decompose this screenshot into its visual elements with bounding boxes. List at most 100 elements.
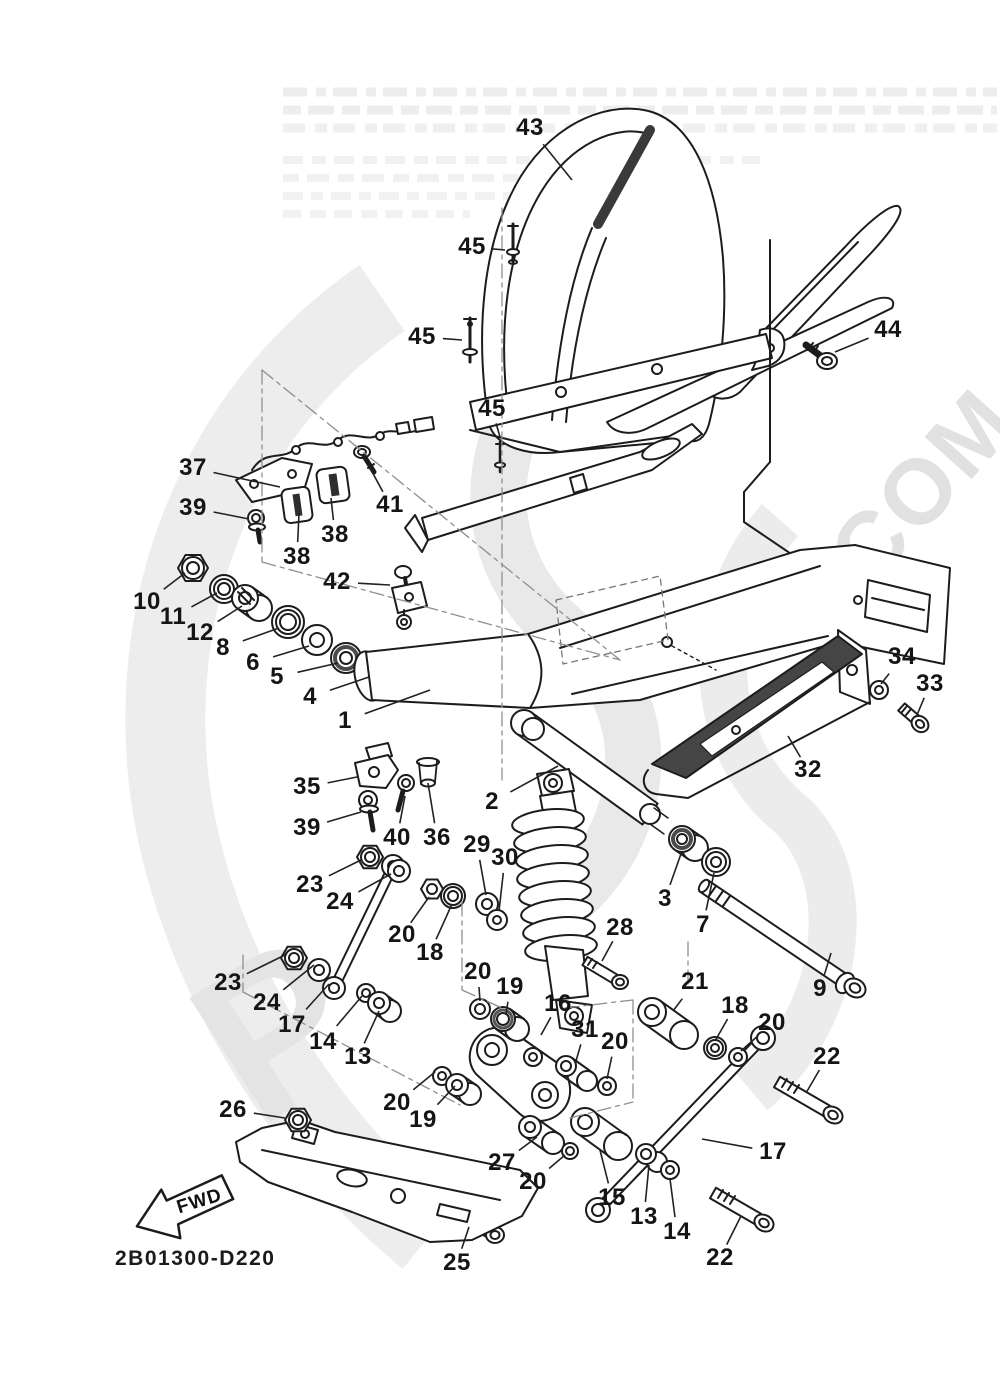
leader-line bbox=[805, 1069, 821, 1094]
part-number-label: 10 bbox=[133, 588, 161, 615]
leader-line bbox=[363, 1010, 380, 1044]
shock-absorber bbox=[511, 768, 598, 1034]
leader-line bbox=[329, 676, 370, 692]
part-number-label: 38 bbox=[283, 543, 311, 570]
leader-line bbox=[510, 765, 559, 793]
part-number-label: 24 bbox=[253, 989, 281, 1016]
leader-line bbox=[505, 1001, 509, 1016]
part-number-label: 17 bbox=[759, 1138, 787, 1165]
part-number-label: 40 bbox=[383, 824, 411, 851]
leader-line bbox=[253, 1112, 286, 1119]
nut-20-mid bbox=[597, 1076, 617, 1096]
collar-15 bbox=[570, 1107, 633, 1161]
part-number-label: 14 bbox=[663, 1218, 691, 1245]
part-number-label: 20 bbox=[519, 1168, 547, 1195]
leader-line bbox=[330, 497, 335, 521]
part-number-label: 39 bbox=[293, 814, 321, 841]
leader-line bbox=[412, 1071, 436, 1091]
part-number-label: 12 bbox=[186, 619, 214, 646]
leader-line bbox=[492, 248, 506, 251]
part-number-label: 15 bbox=[598, 1184, 626, 1211]
part-number-label: 16 bbox=[544, 990, 572, 1017]
harness-bracket-cluster bbox=[235, 416, 435, 630]
leader-line bbox=[335, 995, 363, 1027]
leader-line bbox=[575, 1044, 582, 1062]
leader-line bbox=[282, 964, 315, 991]
leader-line bbox=[714, 1018, 729, 1042]
leader-line bbox=[436, 1085, 456, 1106]
part-number-label: 45 bbox=[478, 395, 506, 422]
fastener-pair-a bbox=[469, 998, 530, 1042]
chain-guide bbox=[642, 629, 871, 799]
bolt-33 bbox=[897, 702, 930, 734]
leader-line bbox=[460, 1226, 470, 1250]
leader-line bbox=[410, 896, 430, 924]
leader-line bbox=[705, 872, 715, 911]
mounting-pins-45 bbox=[462, 222, 520, 474]
leader-line bbox=[548, 1154, 566, 1170]
part-number-label: 3 bbox=[658, 885, 672, 912]
pivot-shaft bbox=[510, 709, 669, 835]
part-number-label: 23 bbox=[296, 871, 324, 898]
part-number-label: 7 bbox=[696, 911, 710, 938]
leader-line bbox=[669, 850, 683, 886]
leader-line bbox=[442, 337, 463, 341]
leader-line bbox=[364, 689, 431, 715]
leader-line bbox=[701, 1138, 753, 1149]
washer-7 bbox=[701, 847, 731, 877]
bolt-22-upper bbox=[773, 1075, 844, 1125]
washer-34 bbox=[869, 680, 889, 700]
bolt-22-lower bbox=[709, 1186, 775, 1233]
part-number-label: 21 bbox=[681, 968, 709, 995]
part-number-label: 39 bbox=[179, 494, 207, 521]
leader-line bbox=[478, 859, 487, 896]
part-number-label: 9 bbox=[813, 975, 827, 1002]
part-number-label: 6 bbox=[246, 649, 260, 676]
part-number-label: 33 bbox=[916, 670, 944, 697]
bushing-18-lower bbox=[703, 1036, 727, 1060]
part-number-label: 32 bbox=[794, 756, 822, 783]
part-number-label: 26 bbox=[219, 1096, 247, 1123]
part-number-label: 18 bbox=[416, 939, 444, 966]
part-number-label: 24 bbox=[326, 888, 354, 915]
diagram-code: 2B01300-D220 bbox=[115, 1247, 275, 1270]
leader-line bbox=[213, 511, 250, 520]
link-rod-17-right bbox=[585, 1025, 776, 1223]
part-number-label: 42 bbox=[323, 568, 351, 595]
leader-line bbox=[217, 605, 243, 623]
leader-line bbox=[327, 776, 358, 784]
rear-frame-rails bbox=[404, 204, 902, 561]
nut-20-bottom bbox=[561, 1142, 579, 1160]
collar-21 bbox=[637, 997, 699, 1050]
part-number-label: 31 bbox=[571, 1016, 599, 1043]
leader-line bbox=[495, 423, 501, 438]
part-number-label: 20 bbox=[464, 958, 492, 985]
part-number-label: 45 bbox=[458, 233, 486, 260]
leader-line bbox=[599, 1149, 610, 1184]
part-number-label: 41 bbox=[376, 491, 404, 518]
part-number-label: 20 bbox=[383, 1089, 411, 1116]
leader-line bbox=[644, 1164, 650, 1203]
leader-line bbox=[669, 1178, 676, 1218]
leader-line bbox=[740, 1036, 757, 1052]
part-number-label: 20 bbox=[601, 1028, 629, 1055]
bolt-28 bbox=[581, 955, 629, 990]
leader-line bbox=[399, 795, 406, 824]
part-number-label: 14 bbox=[309, 1028, 337, 1055]
part-number-label: 13 bbox=[630, 1203, 658, 1230]
part-number-label: 36 bbox=[423, 824, 451, 851]
leader-line bbox=[672, 998, 683, 1012]
collar-27 bbox=[518, 1115, 565, 1155]
leader-line bbox=[163, 572, 186, 590]
part-number-label: 20 bbox=[758, 1009, 786, 1036]
part-number-label: 45 bbox=[408, 323, 436, 350]
part-number-label: 4 bbox=[303, 683, 317, 710]
leader-line bbox=[916, 697, 925, 716]
part-number-label: 35 bbox=[293, 773, 321, 800]
part-number-label: 29 bbox=[463, 831, 491, 858]
part-number-label: 22 bbox=[813, 1043, 841, 1070]
watermark-swoosh bbox=[125, 264, 454, 1269]
leader-line bbox=[435, 903, 453, 940]
